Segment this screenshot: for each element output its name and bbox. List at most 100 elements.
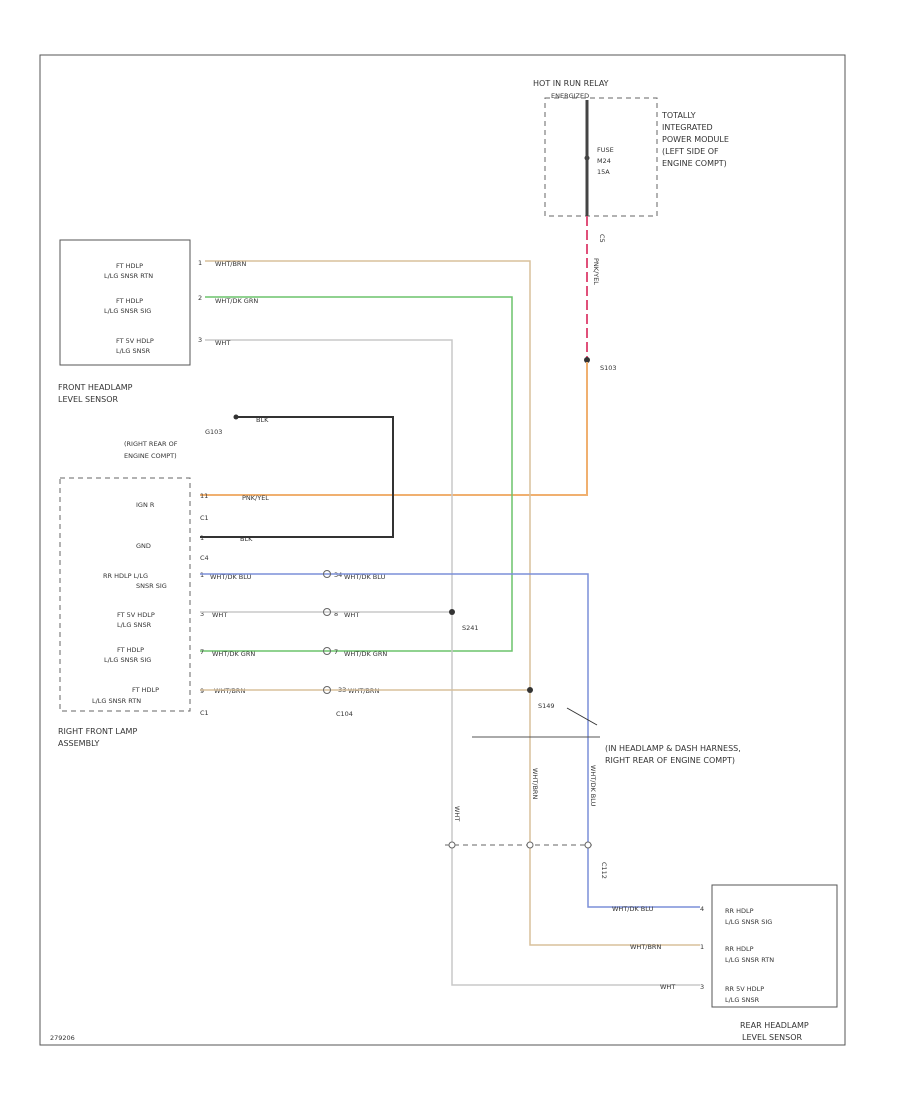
inline-connector-c104 bbox=[323, 570, 331, 694]
rf-pin6-num: 9 bbox=[200, 687, 204, 695]
rf-pin4-num: 3 bbox=[200, 610, 204, 618]
rf-lamp-name-1: RIGHT FRONT LAMP bbox=[58, 727, 137, 736]
fs-pin3-label-b: L/LG SNSR bbox=[116, 347, 151, 355]
tipm-box bbox=[544, 97, 658, 217]
inline-conn-label: C104 bbox=[336, 710, 353, 718]
wire-ign-feed bbox=[200, 362, 588, 496]
wire-ground-blk bbox=[200, 416, 394, 538]
relay-title: HOT IN RUN RELAY bbox=[533, 79, 609, 88]
rf-pin2-num: 1 bbox=[200, 534, 204, 542]
rf-pin5-label-b: L/LG SNSR SIG bbox=[104, 656, 151, 664]
rf-pin3-num: 1 bbox=[200, 571, 204, 579]
rf-pin3-label-a: RR HDLP L/LG bbox=[103, 572, 148, 580]
front-sensor-box bbox=[59, 239, 191, 366]
fs-pin1-num: 1 bbox=[198, 259, 202, 267]
wire-wt-dg-main bbox=[200, 296, 513, 652]
rf-pin4-label-b: L/LG SNSR bbox=[117, 621, 152, 629]
rf-pin6-label-a: FT HDLP bbox=[132, 686, 159, 694]
rs-pin1-label-b: L/LG SNSR SIG bbox=[725, 918, 772, 926]
fs-pin3-wire: WHT bbox=[215, 339, 230, 347]
rf-pin6-conn: C1 bbox=[200, 709, 209, 717]
tipm-line-1: TOTALLY bbox=[661, 111, 696, 120]
rf-pin2-label: GND bbox=[136, 542, 151, 550]
wire-wt-brn-main bbox=[205, 260, 700, 946]
fuse-line-1: FUSE bbox=[597, 146, 614, 154]
fs-pin1-label-a: FT HDLP bbox=[116, 262, 143, 270]
vert-wire-wt-brn: WHT/BRN bbox=[531, 768, 539, 799]
rf-pin6-label-b: L/LG SNSR RTN bbox=[92, 697, 141, 705]
splice-s241-dot bbox=[449, 609, 455, 615]
fs-pin2-label-b: L/LG SNSR SIG bbox=[104, 307, 151, 315]
s149-leader bbox=[566, 707, 598, 726]
fs-pin1-wire: WHT/BRN bbox=[215, 260, 246, 268]
fs-pin1-label-b: L/LG SNSR RTN bbox=[104, 272, 153, 280]
ground-code: G103 bbox=[205, 428, 222, 436]
wire-wt-lb-main bbox=[200, 573, 700, 908]
rf-pin5-num: 7 bbox=[200, 648, 204, 656]
rf-pin3-label-b: SNSR SIG bbox=[136, 582, 167, 590]
harness-note-1: (IN HEADLAMP & DASH HARNESS, bbox=[605, 744, 741, 753]
rs-pin2-wire: WHT/BRN bbox=[630, 943, 661, 951]
tipm-line-3: POWER MODULE bbox=[662, 135, 729, 144]
tipm-line-2: INTEGRATED bbox=[662, 123, 713, 132]
tipm-connector-label: C5 bbox=[598, 234, 606, 243]
rf-pin2-wire: BLK bbox=[240, 535, 253, 543]
splice-s149-label: S149 bbox=[538, 702, 555, 710]
rf-pin6-wire: WHT/BRN bbox=[214, 687, 245, 695]
rf-pin4-label-a: FT 5V HDLP bbox=[117, 611, 155, 619]
tipm-line-5: ENGINE COMPT) bbox=[662, 159, 727, 168]
fs-pin2-label-a: FT HDLP bbox=[116, 297, 143, 305]
harness-note-2: RIGHT REAR OF ENGINE COMPT) bbox=[605, 756, 735, 765]
rear-sensor-name-2: LEVEL SENSOR bbox=[742, 1033, 803, 1042]
rf-pin1-wire: PNK/YEL bbox=[242, 494, 269, 502]
wire-pk-yl-label: PNK/YEL bbox=[592, 258, 600, 285]
vert-wire-wt-lb: WHT/DK BLU bbox=[589, 765, 597, 807]
fs-pin2-num: 2 bbox=[198, 294, 202, 302]
connector-c112-pins bbox=[448, 841, 592, 849]
rs-pin3-label-b: L/LG SNSR bbox=[725, 996, 760, 1004]
rs-pin1-label-a: RR HDLP bbox=[725, 907, 754, 915]
rear-sensor-box bbox=[711, 884, 838, 1008]
rf-pin4-inline-pin: 8 bbox=[334, 610, 338, 618]
rf-pin6-inline-wire: WHT/BRN bbox=[348, 687, 379, 695]
connector-c112-label: C112 bbox=[600, 862, 608, 879]
diagram-frame bbox=[39, 54, 846, 1046]
rs-pin2-label-b: L/LG SNSR RTN bbox=[725, 956, 774, 964]
fs-pin2-wire: WHT/DK GRN bbox=[215, 297, 258, 305]
rf-pin1-conn: C1 bbox=[200, 514, 209, 522]
fuse-node bbox=[584, 155, 590, 161]
ground-location-1: (RIGHT REAR OF bbox=[124, 440, 178, 448]
ground-location-2: ENGINE COMPT) bbox=[124, 452, 177, 460]
front-sensor-name-2: LEVEL SENSOR bbox=[58, 395, 119, 404]
rf-pin5-inline-pin: 7 bbox=[334, 648, 338, 656]
ground-wire-label: BLK bbox=[256, 416, 269, 424]
fuse-line-2: M24 bbox=[597, 157, 611, 165]
rf-pin4-wire: WHT bbox=[212, 611, 227, 619]
rf-pin3-inline-pin: 34 bbox=[334, 571, 342, 579]
rf-pin1-num: 11 bbox=[200, 492, 208, 500]
rf-lamp-name-2: ASSEMBLY bbox=[58, 739, 99, 748]
rs-pin1-num: 4 bbox=[700, 905, 704, 913]
fs-pin3-num: 3 bbox=[198, 336, 202, 344]
vert-wire-wt: WHT bbox=[453, 806, 461, 821]
diagram-id: 279206 bbox=[50, 1034, 75, 1042]
rf-pin5-wire: WHT/DK GRN bbox=[212, 650, 255, 658]
rf-pin3-wire: WHT/DK BLU bbox=[210, 573, 252, 581]
rs-pin2-num: 1 bbox=[700, 943, 704, 951]
rs-pin2-label-a: RR HDLP bbox=[725, 945, 754, 953]
rs-pin3-wire: WHT bbox=[660, 983, 675, 991]
rs-pin3-num: 3 bbox=[700, 983, 704, 991]
fs-pin3-label-a: FT 5V HDLP bbox=[116, 337, 154, 345]
splice-s103-dot bbox=[584, 357, 590, 363]
front-sensor-name-1: FRONT HEADLAMP bbox=[58, 383, 133, 392]
rs-pin3-label-a: RR 5V HDLP bbox=[725, 985, 764, 993]
relay-energized: ENERGIZED bbox=[551, 92, 589, 100]
rf-pin1-label: IGN R bbox=[136, 501, 155, 509]
rf-pin5-inline-wire: WHT/DK GRN bbox=[344, 650, 387, 658]
rs-pin1-wire: WHT/DK BLU bbox=[612, 905, 654, 913]
rear-sensor-name-1: REAR HEADLAMP bbox=[740, 1021, 809, 1030]
splice-s149-dot bbox=[527, 687, 533, 693]
fuse-line-3: 15A bbox=[597, 168, 610, 176]
rf-pin2-conn: C4 bbox=[200, 554, 209, 562]
